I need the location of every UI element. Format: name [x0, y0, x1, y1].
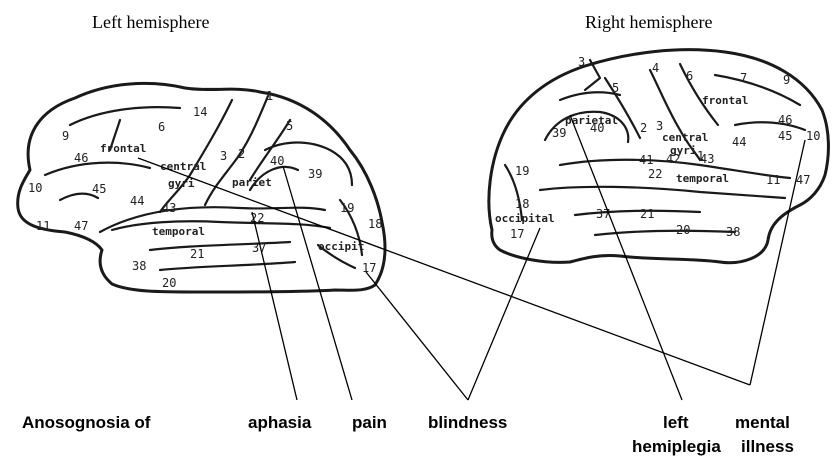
right-area-number: 11: [766, 173, 780, 187]
left-area-number: 2: [238, 147, 245, 161]
right-area-number: 20: [676, 223, 690, 237]
right-temporal-sulcus-1: [575, 211, 700, 215]
right-area-number: 47: [796, 173, 810, 187]
caption-left: left: [663, 413, 689, 432]
right-area-number: 41: [639, 153, 653, 167]
left-area-number: 38: [132, 259, 146, 273]
right-area-number: 43: [700, 152, 714, 166]
blindness-leader-line-right: [468, 228, 540, 400]
left-area-number: 5: [286, 119, 293, 133]
right-temporal-contour: [540, 187, 785, 198]
right-area-number: 44: [732, 135, 746, 149]
right-area-number: 6: [686, 69, 693, 83]
left-label-gyri: gyri: [168, 177, 195, 190]
right-area-number: 5: [612, 81, 619, 95]
right-area-number: 17: [510, 227, 524, 241]
left-area-number: 43: [162, 201, 176, 215]
right-area-number: 19: [515, 164, 529, 178]
right-area-number: 10: [806, 129, 820, 143]
left-label-temporal: temporal: [152, 225, 205, 238]
caption-mental: mental: [735, 413, 790, 432]
left-area-number: 40: [270, 154, 284, 168]
right-area-number: 45: [778, 129, 792, 143]
left-area-number: 1: [266, 89, 273, 103]
right-area-number: 40: [590, 121, 604, 135]
right-area-numbers: 3 5 4 6 7 9 46 45 10 39 40 2 3 1 41 42 4…: [510, 55, 820, 241]
blindness-leader-line-left: [366, 272, 468, 400]
left-area-number: 19: [340, 201, 354, 215]
left-area-number: 20: [162, 276, 176, 290]
right-area-number: 22: [648, 167, 662, 181]
left-area-number: 47: [74, 219, 88, 233]
right-area-number: 39: [552, 126, 566, 140]
left-label-pariet: pariet: [232, 176, 272, 189]
right-inferior-frontal-sulcus: [735, 122, 805, 130]
caption-blindness: blindness: [428, 413, 507, 432]
left-area-number: 44: [130, 194, 144, 208]
left-label-occipit: occipit: [318, 240, 364, 253]
captions: Anosognosia of aphasia pain blindness le…: [22, 413, 794, 456]
right-area-number: 38: [726, 225, 740, 239]
caption-illness: illness: [741, 437, 794, 456]
right-hemisphere-drawing: [489, 50, 829, 263]
left-area-number: 18: [368, 217, 382, 231]
left-area-number: 14: [193, 105, 207, 119]
right-label-occipital: occipital: [495, 212, 555, 225]
aphasia-leader-line: [252, 212, 297, 400]
right-intraparietal-sulcus: [560, 92, 620, 100]
left-area-number: 21: [190, 247, 204, 261]
left-label-frontal: frontal: [100, 142, 146, 155]
left-area-number: 6: [158, 120, 165, 134]
right-label-temporal: temporal: [676, 172, 729, 185]
right-area-number: 7: [740, 71, 747, 85]
left-area-number: 45: [92, 182, 106, 196]
left-sylvian-fissure: [100, 207, 325, 232]
right-area-number: 9: [783, 73, 790, 87]
right-area-number: 3: [656, 119, 663, 133]
left-superior-temporal-sulcus: [150, 242, 290, 250]
right-postcentral-sulcus: [605, 78, 640, 138]
right-area-number: 18: [515, 197, 529, 211]
caption-hemiplegia: hemiplegia: [632, 437, 721, 456]
right-hemisphere-title: Right hemisphere: [585, 12, 712, 32]
left-inferior-frontal-sulcus: [45, 163, 150, 175]
caption-aphasia: aphasia: [248, 413, 312, 432]
left-area-number: 46: [74, 151, 88, 165]
right-area-number: 46: [778, 113, 792, 127]
mental-illness-leader-line-left: [138, 158, 750, 385]
left-area-number: 10: [28, 181, 42, 195]
caption-pain: pain: [352, 413, 387, 432]
right-label-frontal: frontal: [702, 94, 748, 107]
caption-anosognosia-of: Anosognosia of: [22, 413, 151, 432]
left-area-number: 11: [36, 219, 50, 233]
left-hemisphere-title: Left hemisphere: [92, 12, 209, 32]
right-area-number: 2: [640, 121, 647, 135]
left-temporal-contour: [112, 221, 330, 230]
left-area-number: 9: [62, 129, 69, 143]
right-area-number: 4: [652, 61, 659, 75]
left-label-central: central: [160, 160, 206, 173]
left-area-number: 39: [308, 167, 322, 181]
left-area-number: 3: [220, 149, 227, 163]
right-area-number: 21: [640, 207, 654, 221]
left-area-number: 17: [362, 261, 376, 275]
right-label-central: central: [662, 131, 708, 144]
right-area-number: 42: [666, 152, 680, 166]
left-inferior-temporal-sulcus: [160, 262, 295, 270]
right-area-number: 3: [578, 55, 585, 69]
